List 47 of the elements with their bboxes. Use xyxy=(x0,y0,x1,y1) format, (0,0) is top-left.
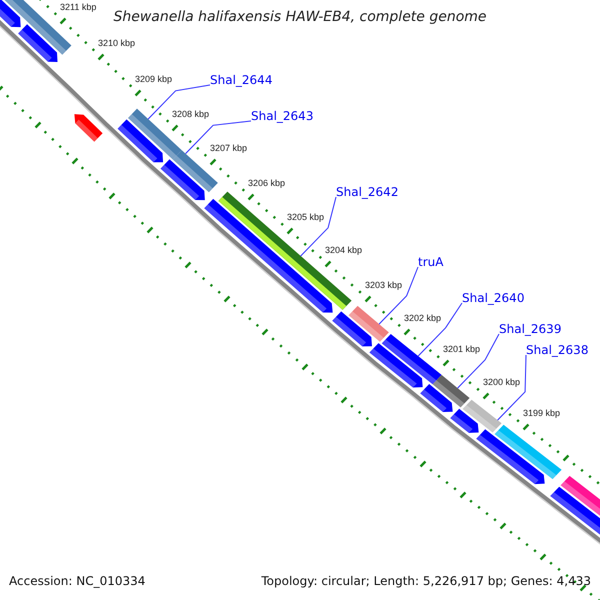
leader-line xyxy=(418,302,462,357)
scale-label: 3201 kbp xyxy=(443,344,480,354)
gene-label: Shal_2638 xyxy=(526,343,588,357)
gene-feature xyxy=(118,119,164,162)
footer-text: Accession: NC_010334 xyxy=(9,574,146,589)
gene-label: Shal_2642 xyxy=(336,185,398,199)
title: Shewanella halifaxensis HAW-EB4, complete genome xyxy=(113,9,487,26)
scale-label: 3206 kbp xyxy=(248,178,286,188)
scale-label: 3205 kbp xyxy=(287,212,324,222)
scale-label: 3208 kbp xyxy=(172,109,210,119)
gene-feature xyxy=(332,311,372,346)
scale-label: 3203 kbp xyxy=(365,280,402,290)
gene-feature xyxy=(432,374,470,408)
gene-feature xyxy=(369,343,423,388)
gene-label: truA xyxy=(418,255,444,269)
gene-feature xyxy=(550,486,600,535)
gene-feature xyxy=(560,476,600,516)
gene-feature xyxy=(0,0,21,28)
gene-feature xyxy=(348,306,389,342)
gene-label: Shal_2643 xyxy=(251,109,314,123)
scale-label: 3211 kbp xyxy=(60,2,96,12)
gene-feature xyxy=(18,24,58,62)
gene-feature xyxy=(74,114,103,142)
gene-feature xyxy=(494,424,562,480)
leader-line xyxy=(497,354,526,421)
gene-feature xyxy=(450,408,479,433)
scale-label: 3202 kbp xyxy=(404,313,442,323)
leader-line xyxy=(300,196,336,257)
gene-feature xyxy=(462,400,502,432)
gene-feature xyxy=(420,384,453,412)
leader-line xyxy=(185,120,252,154)
scale-label: 3207 kbp xyxy=(210,143,248,153)
gene-label: Shal_2644 xyxy=(210,73,272,87)
gene-label: Shal_2640 xyxy=(462,291,524,305)
leader-line xyxy=(148,84,210,120)
scale-label: 3209 kbp xyxy=(135,74,172,84)
gene-feature xyxy=(160,159,205,200)
gene-feature xyxy=(476,429,545,484)
scale-label: 3210 kbp xyxy=(98,38,136,48)
footer-text: Topology: circular; Length: 5,226,917 bp; Genes: 4,433 xyxy=(261,574,591,589)
gene-label: Shal_2639 xyxy=(499,322,562,336)
scale-label: 3199 kbp xyxy=(523,408,560,418)
gene-feature xyxy=(172,150,218,192)
leader-line xyxy=(378,266,418,325)
gene-feature xyxy=(382,334,442,384)
scale-label: 3200 kbp xyxy=(483,377,520,387)
scale-label: 3204 kbp xyxy=(325,245,362,255)
